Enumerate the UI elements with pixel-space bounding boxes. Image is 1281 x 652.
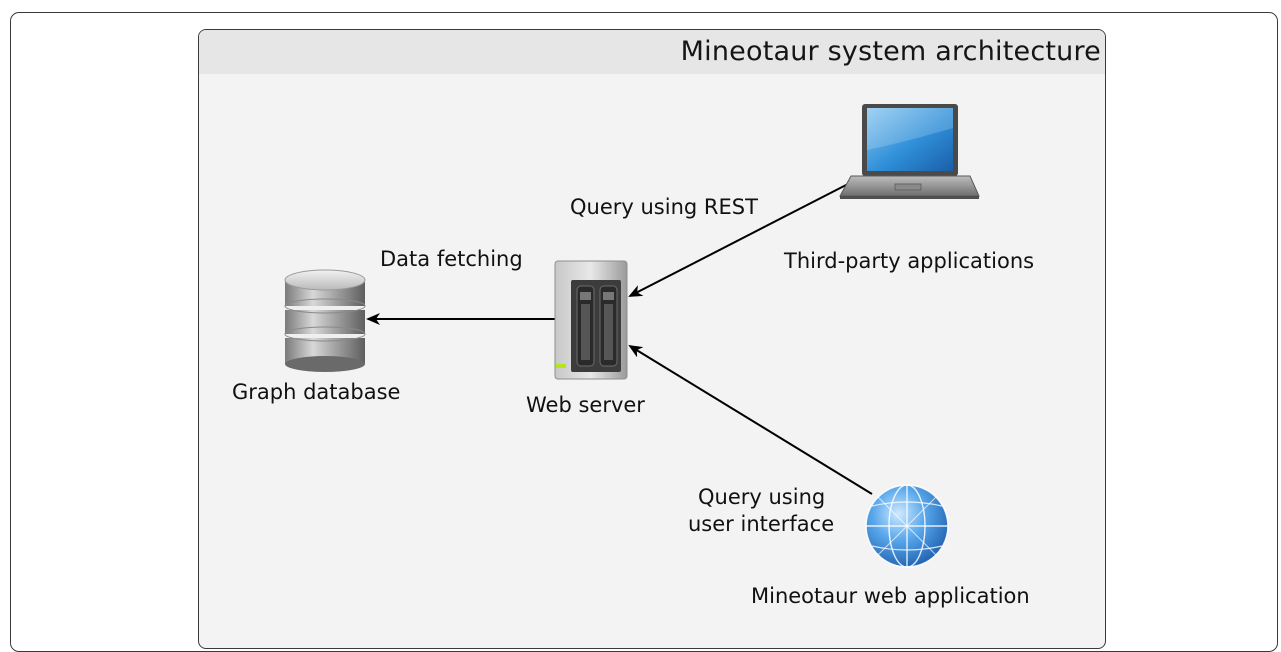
- query-ui-label-line1: Query using: [698, 485, 826, 509]
- web-app-label: Mineotaur web application: [751, 584, 1030, 608]
- data-fetching-label: Data fetching: [380, 247, 523, 271]
- query-rest-label: Query using REST: [570, 195, 758, 219]
- edge-query-ui: [628, 344, 873, 495]
- web-server-label: Web server: [526, 393, 645, 417]
- globe-icon: [865, 484, 949, 568]
- laptop-icon: [839, 104, 980, 199]
- panel-header: Mineotaur system architecture: [199, 30, 1105, 74]
- diagram-title: Mineotaur system architecture: [680, 36, 1101, 67]
- server-icon: [554, 260, 628, 380]
- database-icon: [284, 269, 366, 372]
- query-ui-label-line2: user interface: [688, 512, 835, 536]
- edge-query-rest: [628, 183, 849, 297]
- graph-database-label: Graph database: [232, 380, 401, 404]
- third-party-label: Third-party applications: [784, 249, 1035, 273]
